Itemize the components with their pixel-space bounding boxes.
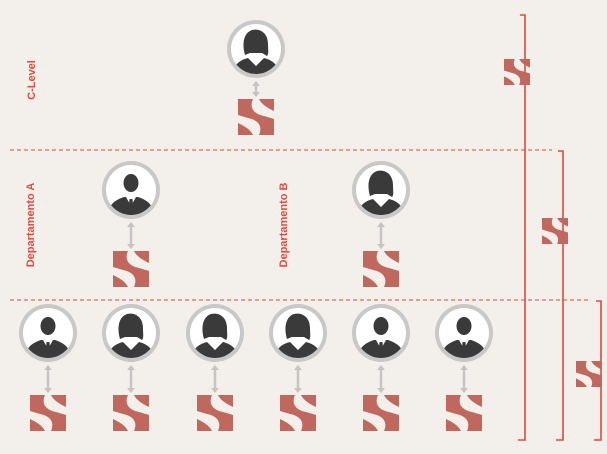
avatar-staff-3 xyxy=(186,304,244,362)
avatar-dept-b-head xyxy=(352,161,410,219)
double-arrow-icon xyxy=(460,365,468,393)
brand-mark-icon xyxy=(113,251,149,287)
bracket-logo-icon xyxy=(504,59,530,85)
double-arrow-icon xyxy=(252,81,260,97)
bracket-logo-icon xyxy=(542,218,568,244)
bracket-logo-icon xyxy=(576,361,602,387)
double-arrow-icon xyxy=(127,222,135,249)
brand-mark-icon xyxy=(363,395,399,431)
double-arrow-icon xyxy=(211,365,219,393)
brand-mark-icon xyxy=(363,251,399,287)
avatar-staff-6 xyxy=(435,304,493,362)
avatar-staff-2 xyxy=(102,304,160,362)
level-bracket xyxy=(518,14,526,441)
brand-mark-icon xyxy=(30,395,66,431)
brand-mark-icon xyxy=(446,395,482,431)
avatars xyxy=(19,20,493,362)
logos xyxy=(30,59,602,431)
double-arrow-icon xyxy=(294,365,302,393)
double-arrow-icon xyxy=(377,222,385,249)
brand-mark-icon xyxy=(197,395,233,431)
connectors xyxy=(44,81,468,393)
level-bracket xyxy=(594,300,602,441)
level-bracket xyxy=(556,150,564,441)
brand-mark-icon xyxy=(280,395,316,431)
double-arrow-icon xyxy=(377,365,385,393)
avatar-staff-1 xyxy=(19,304,77,362)
avatar-dept-a-head xyxy=(102,161,160,219)
avatar-ceo xyxy=(227,20,285,78)
level-dividers xyxy=(10,149,590,301)
brand-mark-icon xyxy=(238,99,274,135)
double-arrow-icon xyxy=(44,365,52,393)
brand-mark-icon xyxy=(113,395,149,431)
avatar-staff-5 xyxy=(352,304,410,362)
level-brackets xyxy=(518,14,602,441)
double-arrow-icon xyxy=(127,365,135,393)
avatar-staff-4 xyxy=(269,304,327,362)
